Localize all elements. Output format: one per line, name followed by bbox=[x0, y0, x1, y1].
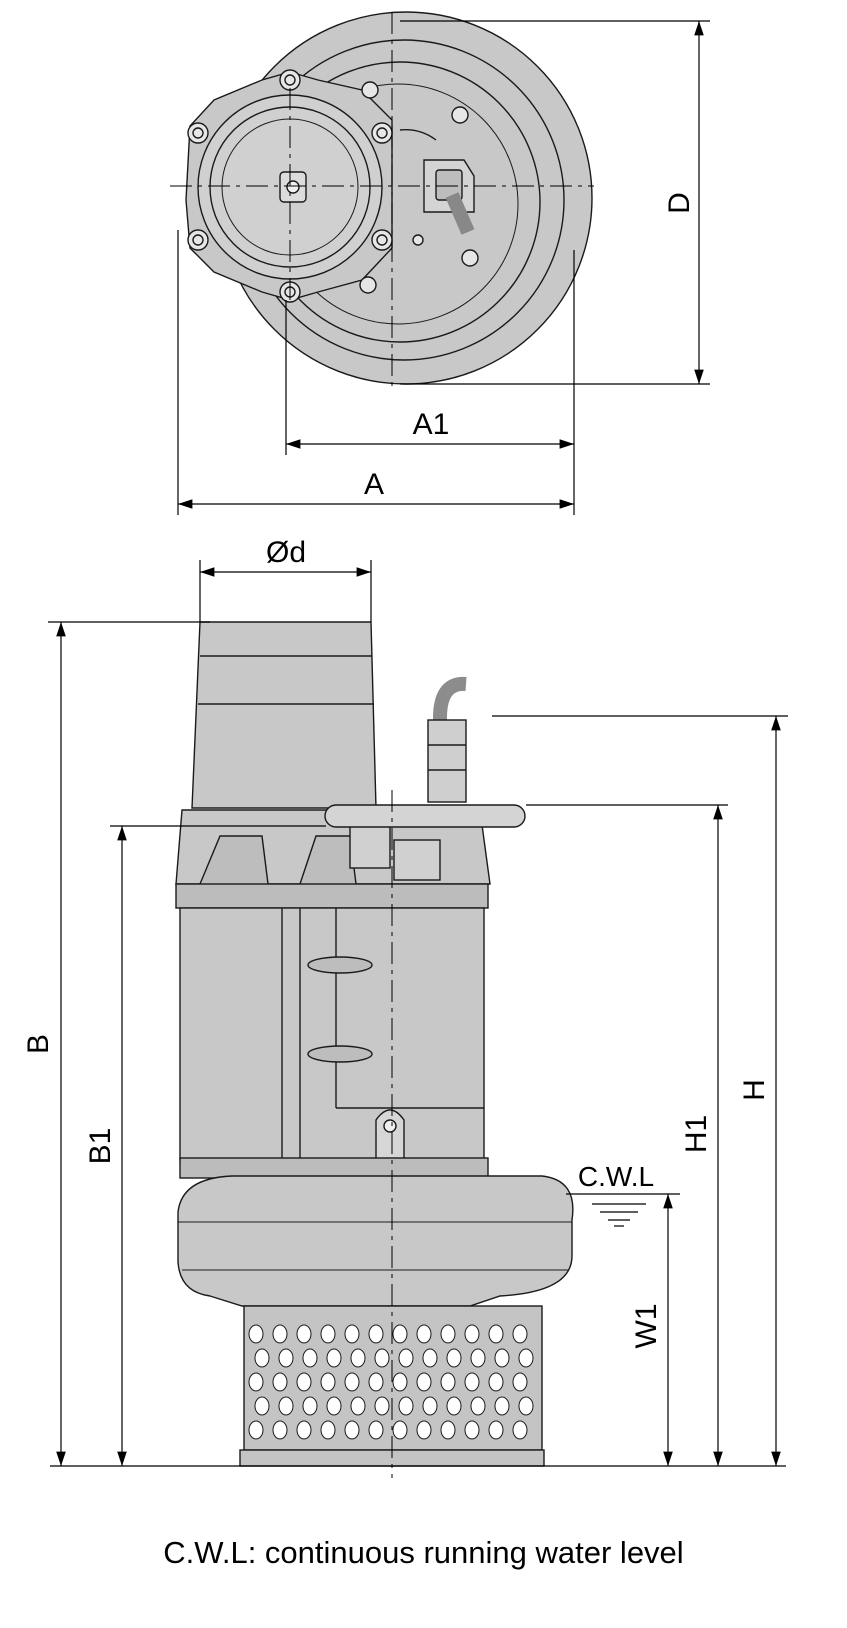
strainer-hole bbox=[350, 1396, 366, 1416]
strainer-hole bbox=[392, 1324, 408, 1344]
label-CWL: C.W.L bbox=[578, 1161, 654, 1192]
strainer-hole bbox=[278, 1396, 294, 1416]
strainer-hole bbox=[512, 1324, 528, 1344]
strainer-hole bbox=[320, 1324, 336, 1344]
strainer-hole bbox=[272, 1420, 288, 1440]
strainer-hole bbox=[398, 1348, 414, 1368]
strainer-hole bbox=[320, 1372, 336, 1392]
strainer-hole bbox=[416, 1372, 432, 1392]
strainer-hole bbox=[464, 1420, 480, 1440]
volute-casing bbox=[177, 1175, 574, 1307]
strainer-hole bbox=[302, 1396, 318, 1416]
strainer-hole bbox=[248, 1324, 264, 1344]
strainer-hole bbox=[272, 1324, 288, 1344]
water-level-symbol bbox=[592, 1203, 646, 1227]
strainer-hole bbox=[422, 1348, 438, 1368]
strainer-hole bbox=[320, 1420, 336, 1440]
label-Od: Ød bbox=[266, 536, 306, 569]
strainer-hole bbox=[494, 1348, 510, 1368]
strainer-hole bbox=[488, 1324, 504, 1344]
strainer-hole bbox=[488, 1372, 504, 1392]
strainer-hole bbox=[344, 1420, 360, 1440]
strainer-hole bbox=[416, 1420, 432, 1440]
strainer-hole bbox=[416, 1324, 432, 1344]
strainer-hole bbox=[470, 1348, 486, 1368]
discharge-pipe bbox=[191, 621, 377, 809]
label-A: A bbox=[364, 468, 384, 501]
strainer-hole bbox=[368, 1420, 384, 1440]
strainer-hole bbox=[440, 1324, 456, 1344]
strainer-hole bbox=[392, 1420, 408, 1440]
strainer-hole bbox=[518, 1396, 534, 1416]
strainer-hole bbox=[374, 1348, 390, 1368]
strainer-hole bbox=[302, 1348, 318, 1368]
power-cable bbox=[433, 676, 467, 800]
strainer-hole bbox=[296, 1372, 312, 1392]
label-B1: B1 bbox=[84, 1128, 117, 1165]
strainer-hole bbox=[464, 1372, 480, 1392]
strainer-hole bbox=[278, 1348, 294, 1368]
strainer-hole bbox=[326, 1396, 342, 1416]
side-view bbox=[175, 621, 574, 1467]
strainer-hole bbox=[422, 1396, 438, 1416]
strainer-hole bbox=[254, 1348, 270, 1368]
strainer-hole bbox=[248, 1420, 264, 1440]
motor-body bbox=[179, 907, 485, 1161]
strainer-hole bbox=[296, 1324, 312, 1344]
side-dimensions bbox=[48, 560, 788, 1467]
label-W1: W1 bbox=[630, 1304, 663, 1349]
label-B: B bbox=[22, 1034, 55, 1054]
strainer-holes bbox=[248, 1324, 534, 1440]
label-H1: H1 bbox=[680, 1115, 713, 1153]
top-view bbox=[170, 11, 594, 392]
strainer-hole bbox=[248, 1372, 264, 1392]
label-A1: A1 bbox=[413, 408, 450, 441]
strainer-hole bbox=[446, 1348, 462, 1368]
strainer-hole bbox=[398, 1396, 414, 1416]
strainer-hole bbox=[344, 1372, 360, 1392]
strainer-hole bbox=[488, 1420, 504, 1440]
strainer-hole bbox=[254, 1396, 270, 1416]
strainer-hole bbox=[272, 1372, 288, 1392]
strainer-hole bbox=[512, 1372, 528, 1392]
strainer-hole bbox=[326, 1348, 342, 1368]
strainer-hole bbox=[518, 1348, 534, 1368]
caption: C.W.L: continuous running water level bbox=[163, 1535, 684, 1570]
strainer-hole bbox=[350, 1348, 366, 1368]
lifting-handle bbox=[324, 804, 526, 828]
label-D: D bbox=[663, 192, 696, 214]
strainer-hole bbox=[464, 1324, 480, 1344]
strainer-hole bbox=[494, 1396, 510, 1416]
strainer-hole bbox=[440, 1420, 456, 1440]
strainer-hole bbox=[368, 1372, 384, 1392]
strainer-hole bbox=[344, 1324, 360, 1344]
strainer-hole bbox=[368, 1324, 384, 1344]
strainer-hole bbox=[446, 1396, 462, 1416]
top-dimensions bbox=[177, 20, 710, 515]
strainer-hole bbox=[470, 1396, 486, 1416]
strainer-hole bbox=[374, 1396, 390, 1416]
label-H: H bbox=[738, 1079, 771, 1101]
strainer-hole bbox=[512, 1420, 528, 1440]
strainer-hole bbox=[392, 1372, 408, 1392]
strainer-hole bbox=[296, 1420, 312, 1440]
strainer-hole bbox=[440, 1372, 456, 1392]
